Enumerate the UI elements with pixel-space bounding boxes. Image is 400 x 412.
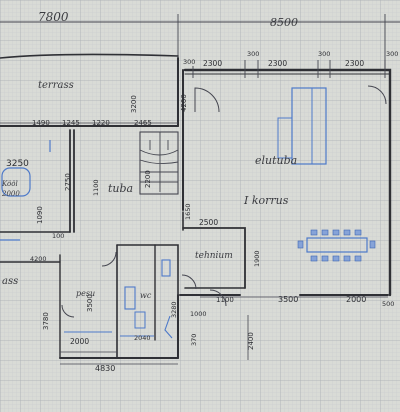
dim-4200-b: 4200	[30, 255, 47, 263]
dim-top-right-total: 8500	[270, 16, 298, 29]
dim-300-d: 300	[386, 50, 398, 58]
dim-2000-b: 2000	[346, 295, 366, 304]
terrace-outline	[0, 53, 179, 59]
dim-4200-a: 4200	[180, 94, 188, 112]
dim-4830: 4830	[95, 364, 115, 373]
room-label-pesu: pesu	[76, 289, 95, 298]
dim-300-b: 300	[247, 50, 259, 58]
dim-3780: 3780	[42, 312, 50, 330]
dim-2300-a: 2300	[203, 59, 222, 68]
dim-1100: 1100	[216, 296, 234, 304]
dim-300-c: 300	[318, 50, 330, 58]
dim-2500: 2500	[199, 218, 218, 227]
room-label-left: ass	[2, 276, 18, 287]
outer-walls	[0, 57, 392, 359]
dim-2040: 2040	[134, 334, 151, 342]
dim-2200: 2200	[144, 170, 152, 188]
dining-table	[297, 229, 376, 262]
top-wall-segments	[184, 60, 391, 78]
room-label-terrace: terrass	[38, 80, 74, 91]
dim-370: 370	[190, 334, 198, 346]
dim-2300-c: 2300	[345, 59, 364, 68]
dim-2400: 2400	[247, 332, 255, 350]
dim-1900: 1900	[253, 250, 261, 267]
dim-1220: 1220	[92, 119, 110, 127]
room-label-koridor: I korrus	[243, 194, 289, 207]
room-label-tuba: tuba	[108, 182, 133, 195]
sofa	[277, 87, 327, 165]
interior-walls	[0, 129, 246, 359]
dim-300-a: 300	[183, 58, 195, 66]
dim-2750: 2750	[64, 173, 72, 191]
dim-100: 100	[52, 232, 64, 240]
dim-1090: 1090	[36, 206, 44, 224]
bathroom-fixtures	[64, 259, 173, 339]
room-label-kitchen: Kööl	[1, 180, 18, 188]
dim-1650: 1650	[184, 203, 192, 220]
room-label-tehnika: tehnium	[195, 251, 233, 261]
dim-500: 500	[382, 300, 394, 308]
dim-3250: 3250	[6, 159, 29, 169]
doors	[61, 85, 387, 318]
dim-2300-b: 2300	[268, 59, 287, 68]
dim-3500-a: 3500	[86, 294, 94, 312]
dim-3500-b: 3500	[278, 295, 298, 304]
room-label-wc: wc	[140, 291, 152, 300]
dim-3280: 3280	[170, 301, 178, 318]
dim-2465: 2465	[134, 119, 152, 127]
room-label-elutuba: elutuba	[255, 154, 297, 167]
dim-1490: 1490	[32, 119, 50, 127]
kitchen-counter	[0, 140, 51, 241]
dim-top-left-total: 7800	[38, 10, 69, 24]
room-label-kitchen-size: 2000	[1, 190, 20, 198]
dim-1245: 1245	[62, 119, 80, 127]
dim-3200: 3200	[130, 95, 138, 113]
dim-2000-a: 2000	[70, 337, 89, 346]
dim-1000: 1000	[190, 310, 207, 318]
dim-1200-stair: 1100	[92, 179, 100, 196]
lower-dimension-lines	[60, 296, 388, 365]
staircase	[139, 131, 179, 195]
